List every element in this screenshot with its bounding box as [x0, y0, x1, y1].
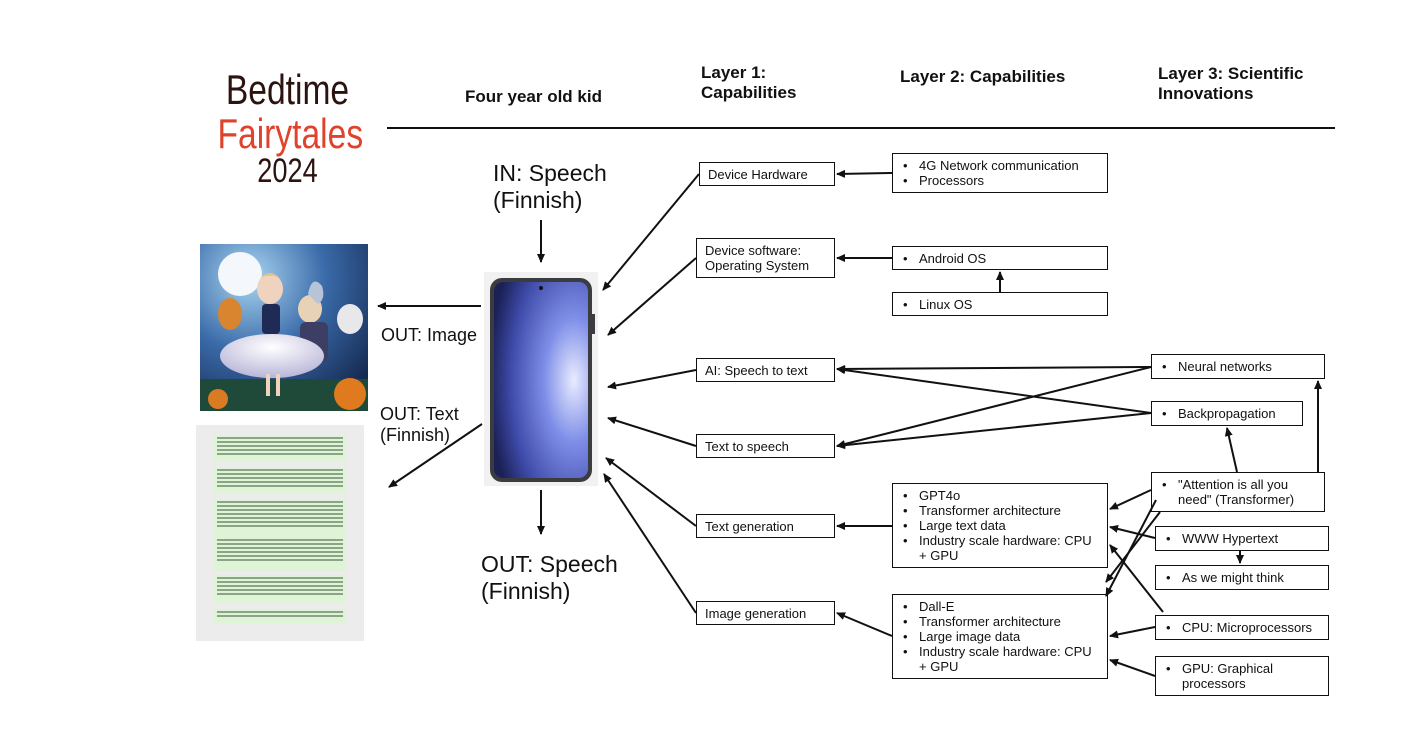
story-paragraph: [214, 499, 346, 539]
story-paragraph: [214, 537, 346, 571]
text-gen-box: Text generation: [696, 514, 835, 538]
out-text-label: OUT: Text (Finnish): [380, 404, 459, 446]
backprop-box: Backpropagation: [1151, 401, 1303, 426]
dalle-item: Industry scale hardware: CPU + GPU: [903, 644, 1099, 674]
header-layer1-line1: Layer 1:: [701, 63, 767, 82]
arrow-neural-stt: [836, 364, 1152, 373]
device-hardware-box: Device Hardware: [699, 162, 835, 186]
ai-stt-box: AI: Speech to text: [696, 358, 835, 382]
hardware-detail-box: 4G Network communication Processors: [892, 153, 1108, 193]
brand-fairytales: Fairytales: [217, 110, 364, 157]
out-text-line2: (Finnish): [380, 425, 451, 445]
device-software-line1: Device software:: [705, 243, 802, 258]
in-speech-label: IN: Speech (Finnish): [493, 160, 607, 214]
arrow-dalle-imagegen: [836, 612, 893, 637]
gpu-box: GPU: Graphical processors: [1155, 656, 1329, 696]
cpu-label: CPU: Microprocessors: [1166, 620, 1312, 635]
backprop-label: Backpropagation: [1162, 406, 1276, 421]
neural-networks-box: Neural networks: [1151, 354, 1325, 379]
tts-box: Text to speech: [696, 434, 835, 458]
hardware-item: 4G Network communication: [903, 158, 1099, 173]
arrow-software-phone: [607, 257, 697, 336]
arrow-attention-gpt: [1109, 489, 1152, 510]
arrow-attention-backprop: [1224, 427, 1238, 473]
gpt-item: GPT4o: [903, 488, 1099, 503]
arrow-backprop-stt: [836, 366, 1152, 414]
story-paragraph: [214, 609, 346, 623]
arrow-www-gpt: [1109, 525, 1156, 539]
www-box: WWW Hypertext: [1155, 526, 1329, 551]
www-label: WWW Hypertext: [1166, 531, 1278, 546]
gpt-item: Transformer architecture: [903, 503, 1099, 518]
cpu-box: CPU: Microprocessors: [1155, 615, 1329, 640]
arrow-hardware-phone: [602, 173, 700, 291]
linux-label: Linux OS: [903, 297, 973, 312]
device-software-box: Device software: Operating System: [696, 238, 835, 278]
gpt-item: Industry scale hardware: CPU + GPU: [903, 533, 1099, 563]
header-layer3: Layer 3: Scientific Innovations: [1158, 64, 1304, 104]
in-speech-line1: IN: Speech: [493, 160, 607, 186]
neural-networks-label: Neural networks: [1162, 359, 1272, 374]
arrow-cpu-gpt: [1109, 544, 1164, 613]
story-paragraph: [214, 435, 346, 461]
fairytale-illustration: [200, 244, 368, 411]
header-divider: [387, 127, 1335, 129]
linux-box: Linux OS: [892, 292, 1108, 316]
attention-label: "Attention is all you need" (Transformer…: [1162, 477, 1316, 507]
smartphone-icon: [484, 272, 598, 486]
header-layer1-line2: Capabilities: [701, 83, 797, 102]
image-gen-label: Image generation: [705, 605, 807, 621]
as-we-might-think-box: As we might think: [1155, 565, 1329, 590]
text-gen-label: Text generation: [705, 518, 794, 534]
out-text-line1: OUT: Text: [380, 404, 459, 424]
arrow-backprop-tts: [836, 412, 1152, 450]
dalle-item: Transformer architecture: [903, 614, 1099, 629]
brand-year: 2024: [257, 152, 318, 190]
out-speech-line2: (Finnish): [481, 578, 571, 604]
arrow-stt-phone: [607, 369, 697, 390]
arrow-out-text: [388, 423, 483, 488]
arrow-attention-gpt-2: [1105, 511, 1161, 583]
brand-bedtime: Bedtime: [225, 66, 350, 113]
header-layer3-line1: Layer 3: Scientific: [1158, 64, 1304, 83]
gpt-box: GPT4o Transformer architecture Large tex…: [892, 483, 1108, 568]
dalle-item: Large image data: [903, 629, 1099, 644]
as-we-might-think-label: As we might think: [1166, 570, 1284, 585]
out-speech-line1: OUT: Speech: [481, 551, 618, 577]
arrow-neural-tts: [836, 366, 1152, 448]
story-text-page: [196, 425, 364, 641]
dalle-box: Dall-E Transformer architecture Large im…: [892, 594, 1108, 679]
arrow-imagegen-phone: [603, 473, 697, 614]
gpu-label: GPU: Graphical processors: [1166, 661, 1320, 691]
arrow-cpu-dalle: [1109, 626, 1156, 639]
tts-label: Text to speech: [705, 438, 789, 454]
hardware-item: Processors: [903, 173, 1099, 188]
android-box: Android OS: [892, 246, 1108, 270]
in-speech-line2: (Finnish): [493, 187, 583, 213]
story-paragraph: [214, 575, 346, 603]
gpt-item: Large text data: [903, 518, 1099, 533]
android-label: Android OS: [903, 251, 986, 266]
arrow-textgen-phone: [605, 457, 697, 527]
header-layer1: Layer 1: Capabilities: [701, 63, 796, 103]
out-speech-label: OUT: Speech (Finnish): [481, 551, 618, 605]
ai-stt-label: AI: Speech to text: [705, 362, 808, 378]
device-hardware-label: Device Hardware: [708, 166, 808, 182]
header-layer2: Layer 2: Capabilities: [900, 67, 1066, 86]
story-paragraph: [214, 467, 346, 493]
dalle-item: Dall-E: [903, 599, 1099, 614]
arrow-tts-phone: [607, 416, 697, 447]
header-layer3-line2: Innovations: [1158, 84, 1254, 103]
arrow-hw-detail: [836, 169, 893, 178]
image-gen-box: Image generation: [696, 601, 835, 625]
out-image-label: OUT: Image: [381, 325, 478, 345]
arrow-gpu-dalle: [1109, 658, 1156, 677]
device-software-line2: Operating System: [705, 258, 810, 273]
attention-box: "Attention is all you need" (Transformer…: [1151, 472, 1325, 512]
header-kid: Four year old kid: [465, 87, 602, 106]
